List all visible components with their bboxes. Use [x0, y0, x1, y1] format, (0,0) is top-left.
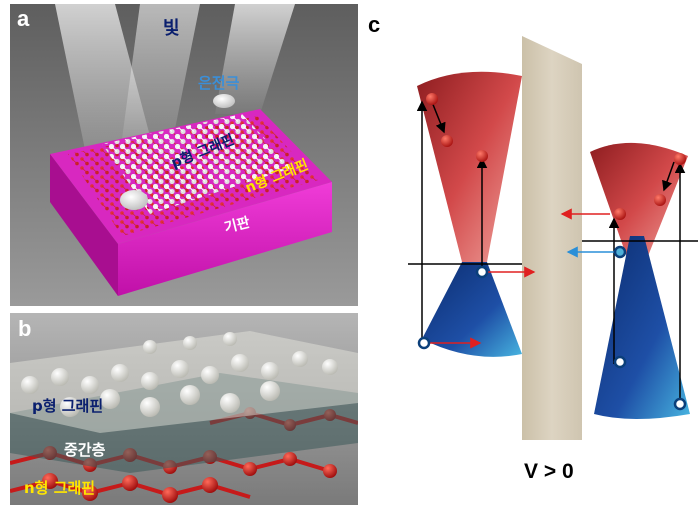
- holes: [417, 245, 687, 411]
- p-graphene-layer: [102, 114, 292, 214]
- excitation-lines: [416, 100, 686, 404]
- transfer-arrows: [430, 208, 618, 349]
- silver-electrode-right: [213, 94, 235, 108]
- silver-electrode-left: [120, 190, 148, 210]
- panel-c: c V > 0: [362, 4, 700, 509]
- left-cone-lower: [422, 262, 522, 357]
- panel-b-illustration: [10, 313, 358, 505]
- right-cone-upper: [590, 142, 688, 266]
- panel-a: a 빛 은전극 p형 그래핀 n형 그래핀 기판: [10, 4, 358, 306]
- electrode-label: 은전극: [198, 74, 240, 92]
- panel-b: b p형 그래핀 중간층 n형 그래핀: [10, 313, 358, 505]
- bias-label: V > 0: [524, 460, 574, 483]
- panel-a-illustration: [10, 4, 358, 306]
- band-diagram: [408, 36, 698, 440]
- panel-a-letter: a: [17, 6, 30, 31]
- p-graphene-label-b: p형 그래핀: [32, 397, 104, 415]
- left-cone-upper: [417, 71, 522, 262]
- right-cone-lower: [594, 236, 690, 419]
- panel-b-letter: b: [18, 316, 32, 341]
- light-label: 빛: [163, 18, 180, 39]
- electrons: [426, 93, 686, 220]
- p-graphene-sheet: [10, 331, 358, 433]
- interlayer-label: 중간층: [64, 441, 106, 459]
- interlayer-barrier: [522, 36, 582, 440]
- light-beams: [55, 4, 295, 174]
- panel-c-letter: c: [368, 12, 381, 37]
- p-graphene-atoms: [21, 332, 338, 417]
- n-graphene-label-b: n형 그래핀: [24, 479, 96, 497]
